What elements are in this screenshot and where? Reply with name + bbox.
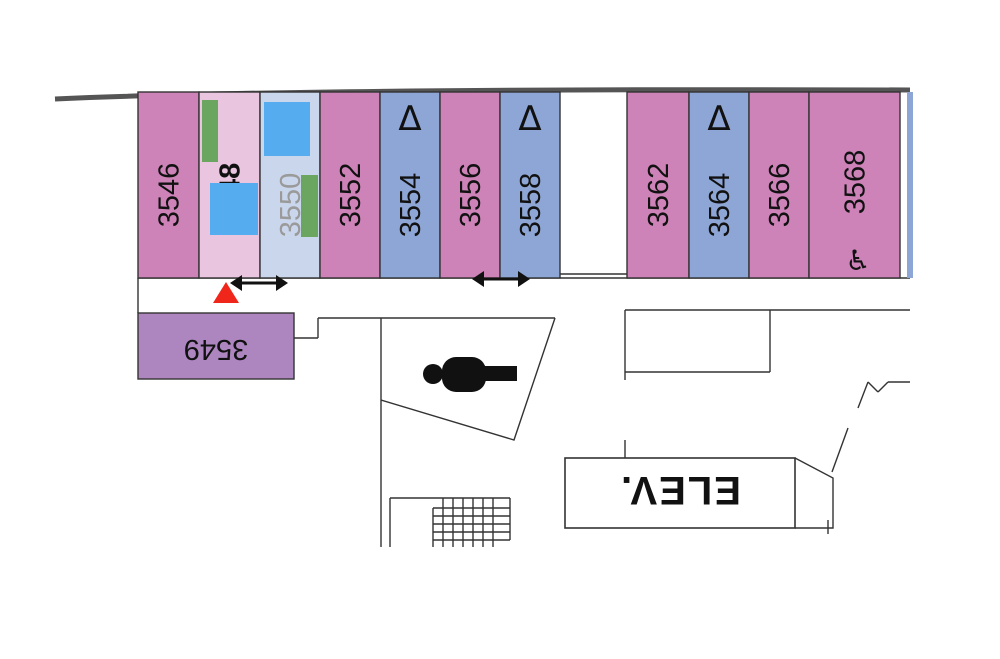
- room-3546-box: [137, 91, 200, 279]
- triangle-icon: Δ: [398, 99, 421, 139]
- wheelchair-icon: ♿: [845, 244, 870, 277]
- marker-blue-3550: [264, 102, 310, 156]
- room-3566-label: 3566: [764, 163, 796, 228]
- room-3549[interactable]: 3549: [137, 312, 295, 380]
- restroom-area: [380, 317, 556, 441]
- room-3552[interactable]: 3552: [319, 91, 381, 279]
- room-3552-box: [319, 91, 381, 279]
- room-3558-label: 3558: [515, 173, 547, 238]
- restroom-icon[interactable]: [423, 357, 517, 392]
- outer-wall: [54, 87, 911, 102]
- room-3564-label: 3564: [704, 173, 736, 238]
- marker-green-3550: [301, 175, 318, 237]
- room-3556-box: [439, 91, 501, 279]
- elevator[interactable]: ELEV.: [564, 457, 834, 529]
- room-3556-label: 3556: [455, 163, 487, 228]
- room-3546[interactable]: 3546: [137, 91, 200, 279]
- room-3554[interactable]: Δ 3554: [379, 91, 441, 279]
- room-3556[interactable]: 3556: [439, 91, 501, 279]
- room-3566[interactable]: 3566: [748, 91, 810, 279]
- room-3554-box: [379, 91, 441, 279]
- double-arrow-icon: [230, 275, 288, 291]
- elevator-label: ELEV.: [619, 468, 741, 512]
- triangle-icon: Δ: [518, 99, 541, 139]
- room-3564[interactable]: Δ 3564: [688, 91, 750, 279]
- room-3558[interactable]: Δ 3558: [499, 91, 561, 279]
- room-3552-label: 3552: [335, 163, 367, 228]
- room-3568-box: [808, 91, 901, 279]
- double-arrow-icon: [472, 271, 530, 287]
- marker-green-3548: [202, 100, 218, 162]
- triangle-icon: Δ: [707, 99, 730, 139]
- stairs: [389, 497, 511, 547]
- room-3549-label: 3549: [184, 333, 249, 365]
- room-3568-label: 3568: [840, 150, 872, 215]
- location-pointer-icon: [213, 282, 239, 303]
- room-3562-label: 3562: [643, 163, 675, 228]
- room-3546-label: 3546: [154, 163, 186, 228]
- room-3562[interactable]: 3562: [626, 91, 690, 279]
- marker-blue-3548: [210, 183, 258, 235]
- room-3554-label: 3554: [395, 173, 427, 238]
- room-3564-box: [688, 91, 750, 279]
- room-3558-box: [499, 91, 561, 279]
- room-3568[interactable]: ♿ 3568: [808, 91, 901, 279]
- room-3566-box: [748, 91, 810, 279]
